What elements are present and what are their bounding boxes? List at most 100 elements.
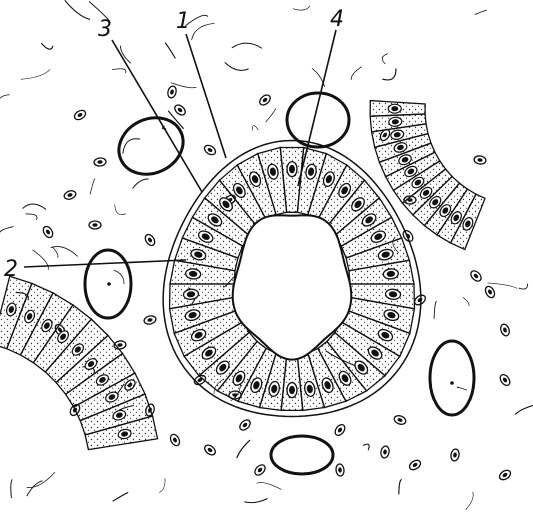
leader-line-2 bbox=[24, 260, 186, 267]
fiber bbox=[90, 179, 95, 195]
fiber bbox=[463, 297, 469, 306]
fibroblast-nucleus bbox=[333, 423, 347, 437]
fiber bbox=[52, 247, 58, 258]
fiber bbox=[382, 54, 388, 64]
nucleus-core bbox=[338, 467, 342, 473]
fibroblast-nucleus bbox=[258, 93, 272, 107]
nucleus-core bbox=[477, 158, 483, 162]
fibroblast-nucleus bbox=[469, 269, 483, 283]
fiber bbox=[515, 404, 533, 415]
fiber bbox=[133, 179, 149, 188]
fibroblast-nucleus bbox=[253, 463, 267, 477]
label-2: 2 bbox=[4, 257, 18, 282]
fiber bbox=[25, 214, 37, 220]
nucleus-core bbox=[177, 107, 183, 113]
nucleus-core bbox=[262, 97, 268, 103]
nucleus-core bbox=[207, 447, 213, 453]
fibroblast-nucleus bbox=[203, 443, 217, 457]
nucleus-core bbox=[383, 449, 388, 455]
fiber bbox=[114, 270, 124, 284]
nucleus-core bbox=[67, 192, 73, 197]
fibroblast-nucleus bbox=[474, 155, 487, 165]
nucleus-core bbox=[147, 318, 153, 323]
fiber bbox=[0, 95, 10, 115]
fibroblast-nucleus bbox=[73, 108, 87, 121]
fiber bbox=[192, 23, 215, 40]
fibroblast-nucleus bbox=[393, 414, 407, 426]
fibroblast-nucleus bbox=[167, 85, 178, 99]
fiber bbox=[252, 126, 258, 131]
nucleus-core bbox=[147, 237, 153, 243]
nucleus-core bbox=[337, 427, 343, 433]
nucleus-core bbox=[417, 297, 423, 303]
nucleus-core bbox=[502, 327, 507, 333]
fibroblast-nucleus bbox=[173, 103, 187, 117]
fiber bbox=[232, 43, 262, 48]
fibroblast-nucleus bbox=[89, 221, 101, 229]
fiber bbox=[51, 247, 78, 257]
fibroblast-nucleus bbox=[380, 445, 390, 458]
nucleus-core bbox=[397, 417, 403, 422]
fibroblast-nucleus bbox=[94, 157, 107, 166]
fiber bbox=[351, 67, 362, 80]
fiber bbox=[115, 204, 126, 214]
label-3: 3 bbox=[98, 17, 112, 42]
fiber bbox=[41, 43, 53, 49]
cell-chromatin bbox=[289, 386, 295, 394]
nucleus-core bbox=[242, 422, 248, 428]
nucleus-core bbox=[207, 147, 213, 153]
fiber bbox=[466, 492, 474, 510]
leader-line-1 bbox=[186, 34, 226, 158]
nucleus-core bbox=[453, 452, 458, 458]
fiber bbox=[399, 480, 402, 495]
fiber bbox=[363, 444, 369, 450]
fibroblast-nucleus bbox=[408, 458, 422, 471]
nucleus-core bbox=[77, 112, 83, 118]
fibroblast-nucleus bbox=[41, 225, 54, 239]
fibroblast-nucleus bbox=[498, 468, 512, 481]
fibroblast-nucleus bbox=[238, 418, 252, 432]
nucleus-core bbox=[502, 377, 508, 383]
fibroblast-nucleus bbox=[499, 323, 511, 337]
nucleus-core bbox=[502, 472, 508, 478]
nucleus-core bbox=[172, 437, 178, 443]
nucleus-core bbox=[117, 343, 123, 347]
fiber bbox=[244, 499, 267, 503]
fibroblast-nucleus bbox=[498, 373, 512, 387]
fiber bbox=[65, 0, 90, 19]
fiber bbox=[519, 284, 528, 289]
fibroblast-nucleus bbox=[143, 315, 157, 326]
fibroblast-nucleus bbox=[203, 143, 217, 156]
fiber bbox=[266, 108, 276, 122]
nucleus-core bbox=[92, 223, 97, 227]
lower-left-duct-fragment bbox=[0, 276, 158, 449]
fibroblast-nucleus bbox=[335, 464, 344, 477]
nucleus-core bbox=[257, 467, 263, 473]
nucleus-core bbox=[97, 160, 103, 164]
vessel-bottom bbox=[271, 436, 333, 474]
nucleus-core bbox=[45, 229, 51, 235]
nucleus-core bbox=[170, 89, 175, 95]
fiber bbox=[0, 227, 14, 234]
label-1: 1 bbox=[176, 9, 190, 34]
fiber bbox=[475, 10, 487, 15]
fiber bbox=[165, 43, 175, 59]
fiber bbox=[293, 6, 310, 10]
fiber bbox=[113, 492, 129, 501]
main-duct-epithelium bbox=[163, 141, 421, 417]
fiber bbox=[159, 478, 165, 492]
fiber bbox=[11, 479, 13, 498]
fiber bbox=[382, 68, 396, 80]
fiber bbox=[225, 62, 249, 70]
fiber bbox=[112, 69, 126, 73]
fiber bbox=[457, 387, 467, 390]
fibroblast-nucleus bbox=[450, 448, 460, 461]
fibroblast-nucleus bbox=[143, 233, 156, 247]
fiber bbox=[23, 204, 46, 209]
vessel-right bbox=[430, 341, 474, 415]
fiber bbox=[257, 482, 282, 489]
fiber bbox=[21, 69, 50, 79]
fiber bbox=[120, 46, 131, 64]
fiber bbox=[237, 440, 250, 458]
